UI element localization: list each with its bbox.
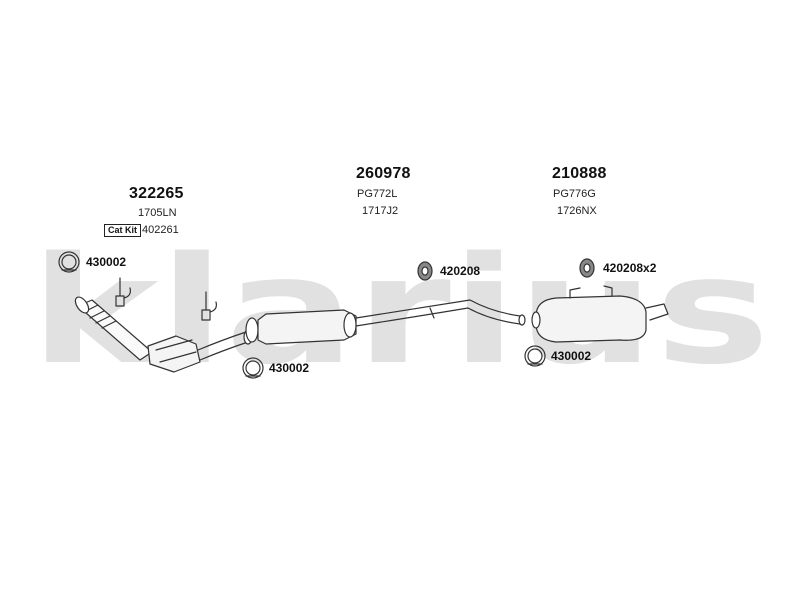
rear-ref-1: PG776G (553, 188, 596, 200)
cat-kit-badge: Cat Kit (104, 224, 141, 237)
front-pipe-illustration (74, 277, 253, 373)
middle-section-illustration (245, 299, 526, 345)
rubber-mount-label-mid: 420208 (440, 264, 481, 278)
cat-kit-number: 402261 (142, 224, 179, 236)
middle-ref-2: 1717J2 (362, 205, 399, 217)
middle-ref-1: PG772L (357, 188, 398, 200)
clamp-label-top-left: 430002 (86, 255, 127, 269)
rear-silencer-illustration (531, 285, 669, 343)
clamp-icon-bottom-mid (242, 357, 264, 379)
rubber-mount-icon-mid (417, 261, 433, 281)
clamp-icon-top-left (58, 251, 80, 273)
middle-part-number: 260978 (356, 165, 411, 182)
clamp-label-bottom-mid: 430002 (269, 361, 310, 375)
rubber-mount-label-rear: 420208x2 (603, 261, 657, 275)
clamp-label-bottom-right: 430002 (551, 349, 592, 363)
rubber-mount-icon-rear (579, 258, 595, 278)
front-ref-1: 1705LN (138, 207, 177, 219)
rear-ref-2: 1726NX (557, 205, 597, 217)
front-part-number: 322265 (129, 185, 184, 202)
clamp-icon-bottom-right (524, 345, 546, 367)
rear-part-number: 210888 (552, 165, 607, 182)
